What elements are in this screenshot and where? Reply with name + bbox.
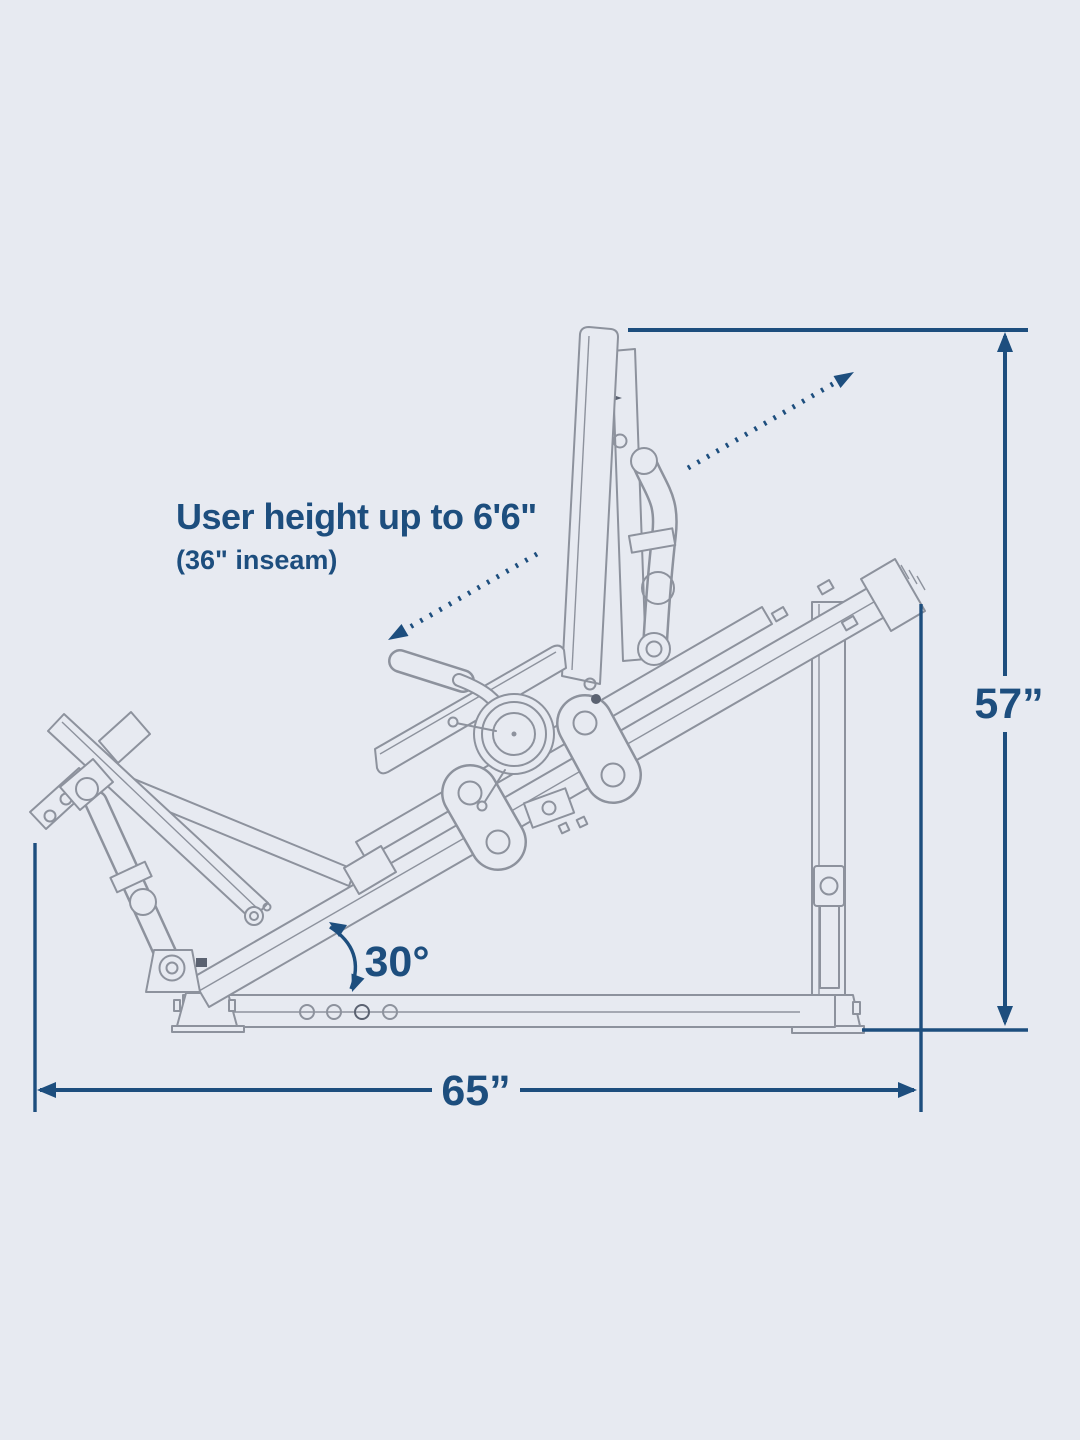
height-dimension-line [997,332,1013,1026]
base-rail [171,992,836,1033]
footplate-assembly [29,711,356,993]
angle-arc [329,922,365,992]
incline-rail [191,558,926,1008]
overall-length-label: 65” [441,1067,510,1115]
rear-upright-post [791,601,865,1034]
leg-press-machine-drawing [29,326,926,1034]
carriage-travel-arrow-down [388,551,539,640]
incline-angle-label: 30° [364,938,429,986]
overall-height-label: 57” [974,680,1043,728]
dimension-annotations: User height up to 6'6" (36" inseam) 57” … [33,328,1044,1115]
carriage-travel-arrow-up [686,372,854,471]
seat-carriage-assembly [343,326,678,895]
user-height-label: User height up to 6'6" [176,496,537,537]
length-dimension-line [37,1082,917,1098]
inseam-label: (36" inseam) [176,545,337,575]
